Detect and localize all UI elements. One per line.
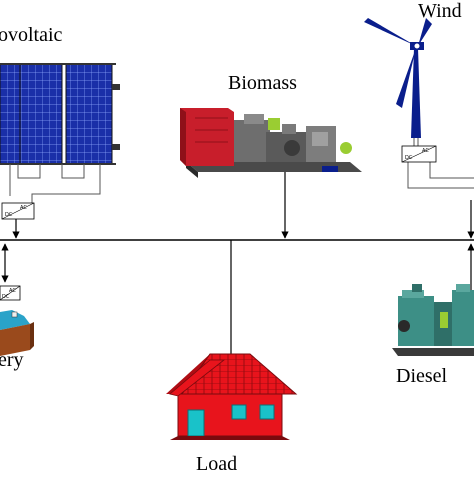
label-load: Load [196,453,238,475]
wind-converter: AC DC [401,145,437,163]
pv-converter-top: AC [20,205,27,211]
label-diesel: Diesel [396,365,448,387]
label-photovoltaic: ovoltaic [0,24,63,46]
pv-converter: AC DC [1,202,35,220]
label-wind: Wind [418,0,462,22]
wind-converter-bottom: DC [405,155,413,161]
label-biomass: Biomass [228,72,297,94]
battery-converter-top: AC [9,288,16,294]
pv-wiring [9,164,101,203]
house [166,353,298,440]
label-battery: ery [0,349,24,371]
wind-wiring [407,138,474,189]
pv-array [0,63,120,165]
biomass-generator [180,108,362,178]
battery [0,310,34,356]
battery-converter: AC DC [0,285,21,301]
wind-converter-top: AC [422,148,429,154]
pv-converter-bottom: DC [5,212,13,218]
wind-turbine [364,18,432,138]
battery-converter-bottom: DC [2,294,10,300]
diesel-generator [392,284,474,356]
